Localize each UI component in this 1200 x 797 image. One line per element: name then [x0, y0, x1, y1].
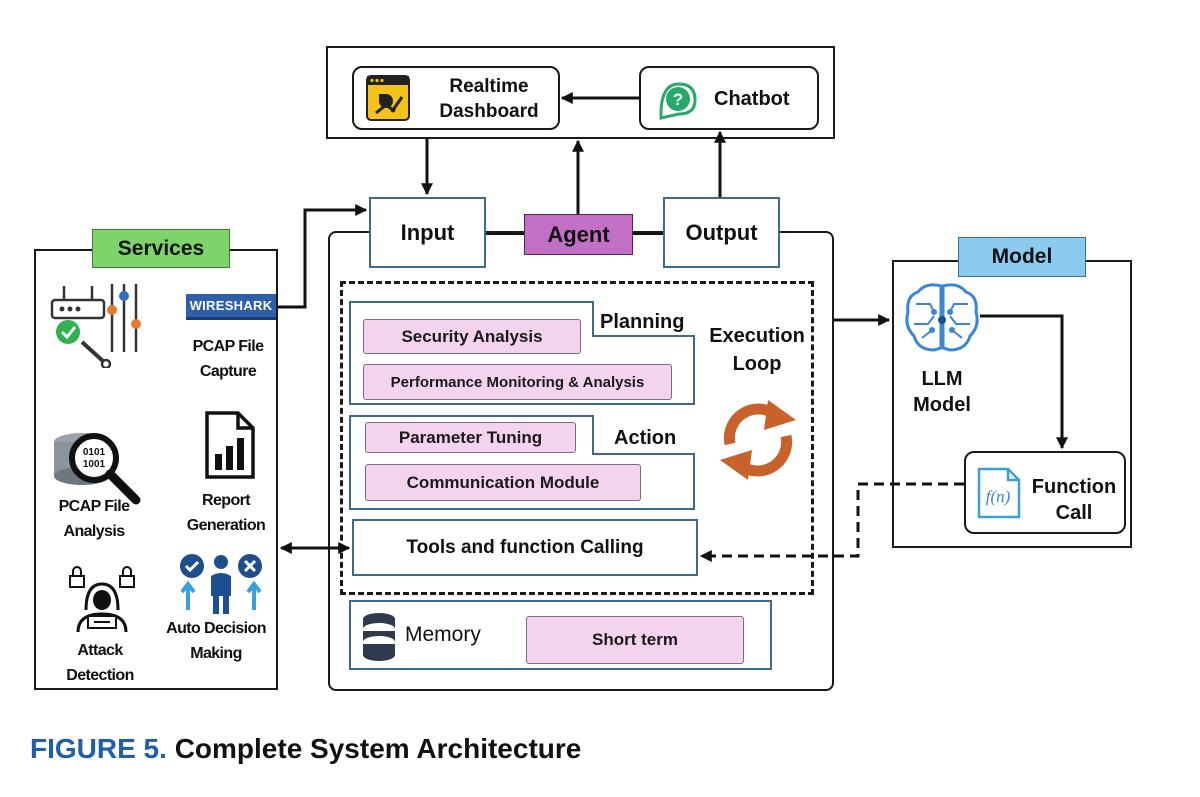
wireshark-text: WIRESHARK: [189, 298, 273, 313]
pcap-capture-label: PCAP File Capture: [176, 334, 280, 384]
output-box: Output: [663, 197, 780, 268]
wireshark-logo: WIRESHARK: [186, 294, 276, 320]
report-generation-label: Report Generation: [174, 488, 278, 538]
planning-title: Planning: [600, 311, 685, 333]
parameter-tuning-pill: Parameter Tuning: [365, 422, 576, 453]
input-box: Input: [369, 197, 486, 268]
wireshark-to-input-arrow: [278, 204, 368, 309]
pcap-analysis-label: PCAP File Analysis: [42, 494, 146, 544]
pcap-analysis-line1: PCAP File: [58, 498, 130, 515]
execution-line2: Loop: [732, 353, 782, 375]
execution-line1: Execution: [709, 325, 805, 347]
report-line1: Report: [202, 492, 251, 509]
agent-label: Agent: [524, 214, 633, 255]
caption-label: FIGURE 5.: [30, 733, 167, 764]
execution-loop-label: Execution Loop: [702, 322, 812, 378]
svg-text:?: ?: [673, 90, 683, 109]
function-line2: Call: [1055, 502, 1093, 524]
memory-label: Memory: [405, 623, 481, 646]
function-line1: Function: [1031, 476, 1117, 498]
planning-tab: [592, 301, 695, 337]
attack-line2: Detection: [66, 667, 134, 684]
llm-model-label: LLM Model: [902, 366, 982, 418]
security-analysis-pill: Security Analysis: [363, 319, 581, 354]
tools-function-calling-box: Tools and function Calling: [352, 519, 698, 576]
dashboard-line1: Realtime: [449, 76, 529, 97]
llm-to-function-arrow: [980, 314, 1068, 450]
auto-line2: Making: [190, 645, 242, 662]
function-icon: f(n): [976, 466, 1022, 520]
binary-line1: 0101: [83, 447, 106, 458]
auto-line1: Auto Decision: [166, 620, 266, 637]
figure-caption: FIGURE 5. Complete System Architecture: [30, 733, 581, 765]
binary-line2: 1001: [83, 459, 106, 470]
model-title: Model: [958, 237, 1086, 277]
hacker-icon: [66, 566, 138, 636]
decision-icon: [178, 552, 264, 616]
attack-detection-label: Attack Detection: [48, 638, 152, 688]
pcap-capture-line1: PCAP File: [192, 338, 264, 355]
brain-icon: [904, 280, 980, 358]
llm-line1: LLM: [921, 368, 963, 390]
function-glyph: f(n): [986, 487, 1011, 506]
action-tab: [592, 415, 695, 455]
realtime-dashboard-label: Realtime Dashboard: [420, 74, 558, 124]
function-call-label: Function Call: [1024, 474, 1124, 526]
short-term-pill: Short term: [526, 616, 744, 664]
loop-icon: [712, 394, 804, 486]
services-title: Services: [92, 229, 230, 268]
dashboard-icon: [366, 75, 410, 121]
router-tools-icon: [48, 280, 142, 370]
attack-line1: Attack: [77, 642, 123, 659]
database-icon: [362, 612, 396, 662]
execution-loop-region: [340, 281, 814, 595]
dashboard-line2: Dashboard: [439, 101, 539, 122]
chatbot-label: Chatbot: [714, 88, 790, 110]
pcap-analysis-icon: 0101 1001: [50, 428, 146, 508]
pcap-analysis-line2: Analysis: [63, 523, 125, 540]
action-title: Action: [614, 427, 677, 449]
report-line2: Generation: [186, 517, 266, 534]
chatbot-icon: ?: [655, 78, 699, 120]
pcap-capture-line2: Capture: [199, 363, 257, 380]
llm-line2: Model: [913, 394, 971, 416]
report-icon: [204, 410, 256, 480]
performance-monitoring-pill: Performance Monitoring & Analysis: [363, 364, 672, 400]
auto-decision-label: Auto Decision Making: [162, 616, 270, 666]
function-to-tools-arrow: [699, 482, 964, 562]
communication-module-pill: Communication Module: [365, 464, 641, 501]
caption-text: Complete System Architecture: [174, 733, 582, 764]
